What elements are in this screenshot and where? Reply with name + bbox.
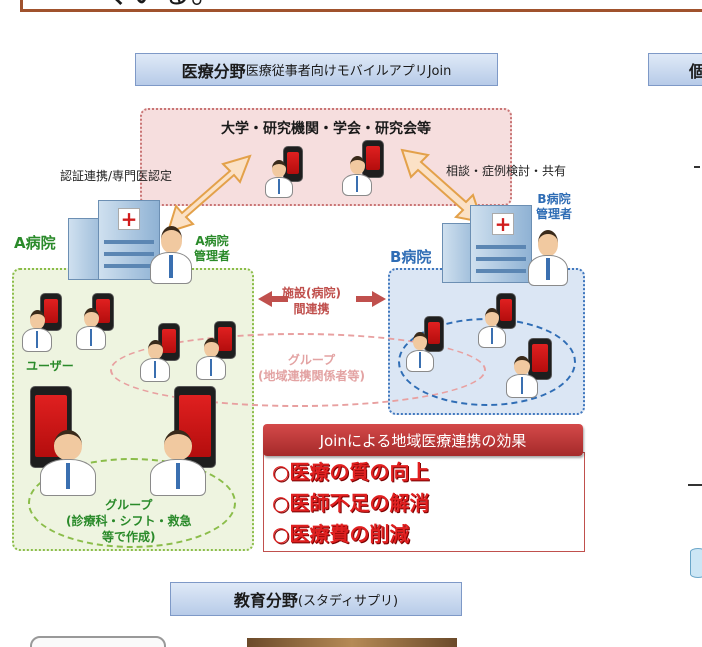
top-banner-text: ぐいる。: [101, 0, 221, 9]
manager-b-line2: 管理者: [536, 207, 573, 221]
effects-header: Joinによる地域医療連携の効果: [263, 424, 583, 456]
double-arrow-icon: [166, 154, 252, 234]
doctor-icon: [40, 430, 96, 496]
doctor-icon: [342, 156, 372, 196]
effect-item: ○医療の質の向上: [272, 460, 430, 484]
hospital-b-label: B病院: [390, 248, 432, 266]
doctor-icon: [140, 340, 170, 382]
doctor-icon: [265, 160, 293, 198]
hospital-a-building-icon: +: [68, 200, 160, 280]
doctor-icon: [528, 230, 568, 286]
top-banner-frame: ぐいる。: [20, 0, 702, 12]
education-photo-fragment: [247, 638, 457, 647]
right-title-fragment: 個: [689, 61, 702, 81]
right-edge-connector: [694, 166, 700, 168]
regional-group-label: グループ (地域連携関係者等): [258, 352, 365, 384]
education-title-subtitle: (スタディサプリ): [297, 593, 399, 609]
right-section-title: 個: [648, 53, 702, 86]
hospital-b-building-icon: +: [442, 205, 532, 283]
education-section-title: 教育分野 (スタディサプリ): [170, 582, 462, 616]
facility-link-line2: 間連携: [293, 302, 330, 316]
hospital-b-manager-label: B病院 管理者: [536, 192, 572, 222]
education-card-fragment: [30, 636, 166, 647]
facility-link-arrow: [258, 291, 386, 307]
right-edge-connector: [688, 484, 702, 486]
hospital-a-manager-label: A病院 管理者: [194, 234, 230, 264]
effect-item: ○医師不足の解消: [272, 491, 430, 515]
phone-app-icon: [496, 293, 516, 329]
internal-group-line3: 等で作成): [102, 530, 156, 544]
doctor-icon: [150, 430, 206, 496]
phone-app-icon: [528, 338, 552, 380]
internal-group-label: グループ (診療科・シフト・救急 等で作成): [66, 497, 192, 545]
manager-a-line2: 管理者: [194, 249, 231, 263]
regional-group-line1: グループ: [287, 353, 336, 367]
medical-section-title: 医療分野 医療従事者向けモバイルアプリJoin: [135, 53, 498, 86]
effects-box: ○医療の質の向上 ○医師不足の解消 ○医療費の削減: [263, 452, 585, 552]
internal-group-line2: (診療科・シフト・救急: [66, 514, 192, 528]
consultation-link-label: 相談・症例検討・共有: [446, 164, 567, 178]
medical-title-subtitle: 医療従事者向けモバイルアプリJoin: [245, 64, 452, 79]
manager-a-line1: A病院: [195, 234, 229, 248]
internal-group-ellipse: [28, 458, 236, 548]
doctor-icon: [406, 332, 434, 372]
hospital-a-label: A病院: [14, 234, 56, 252]
doctor-icon: [76, 308, 106, 350]
certification-link-label: 認証連携/専門医認定: [60, 169, 173, 183]
university-title: 大学・研究機関・学会・研究会等: [221, 121, 431, 137]
doctor-icon: [506, 356, 538, 398]
facility-link-label: 施設(病院) 間連携: [282, 285, 341, 317]
education-title-bold: 教育分野: [233, 591, 298, 610]
database-cylinder-icon: [690, 548, 702, 578]
internal-group-line1: グループ: [105, 498, 153, 512]
medical-title-bold: 医療分野: [181, 61, 246, 81]
manager-b-line1: B病院: [537, 192, 571, 206]
doctor-icon: [150, 226, 192, 284]
users-label: ユーザー: [26, 359, 74, 373]
university-group-box: 大学・研究機関・学会・研究会等: [140, 108, 512, 206]
effect-item: ○医療費の削減: [272, 522, 410, 546]
doctor-icon: [22, 310, 52, 352]
regional-group-line2: (地域連携関係者等): [258, 369, 365, 383]
doctor-icon: [478, 308, 506, 348]
facility-link-line1: 施設(病院): [282, 286, 341, 300]
phone-app-icon: [40, 293, 62, 331]
doctor-icon: [196, 338, 226, 380]
